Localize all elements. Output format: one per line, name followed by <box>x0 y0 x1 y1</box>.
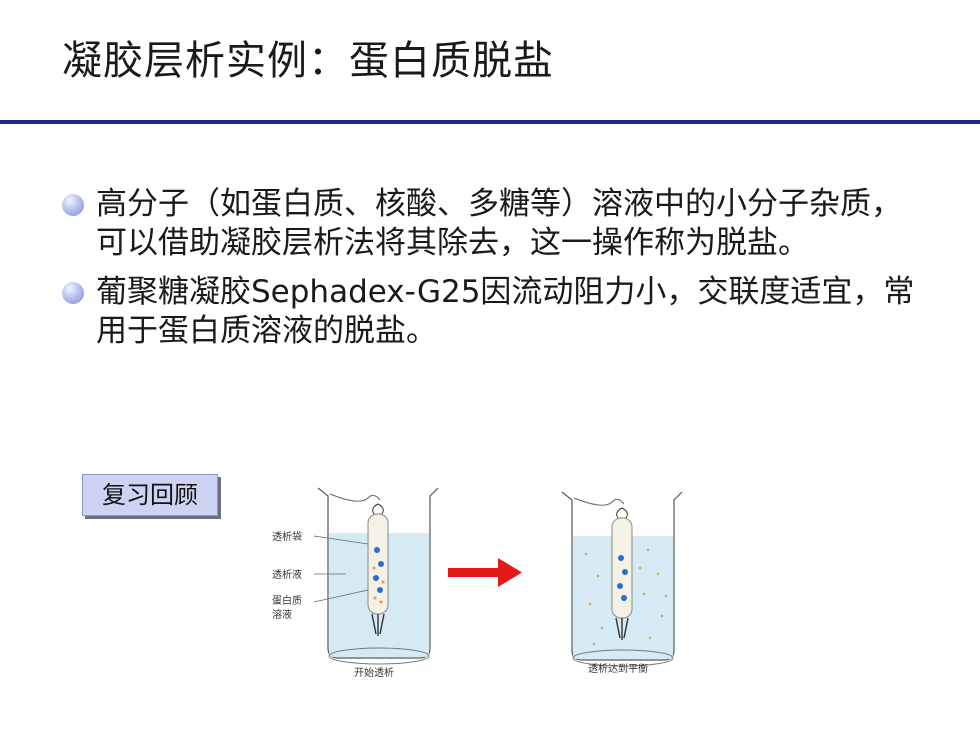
bullet-text: 葡聚糖凝胶Sephadex-G25因流动阻力小，交联度适宜，常用于蛋白质溶液的脱… <box>96 274 915 349</box>
label-equilibrium: 透析达到平衡 <box>588 662 648 675</box>
dialysis-bag-equilibrium <box>611 507 633 640</box>
review-button[interactable]: 复习回顾 <box>82 474 218 516</box>
label-protein-solution: 溶液 <box>272 608 292 621</box>
label-start: 开始透析 <box>354 666 394 679</box>
dialysis-figure: 透析袋 透析液 蛋白质 溶液 开始透析 透析达到平衡 <box>272 487 683 679</box>
bullet-text: 高分子（如蛋白质、核酸、多糖等）溶液中的小分子杂质，可以借助凝胶层析法将其除去，… <box>96 186 902 261</box>
beaker-equilibrium: 透析达到平衡 <box>561 491 683 675</box>
label-bag: 透析袋 <box>272 530 302 543</box>
bullet-list: 高分子（如蛋白质、核酸、多糖等）溶液中的小分子杂质，可以借助凝胶层析法将其除去，… <box>62 185 922 361</box>
bullet-item: 高分子（如蛋白质、核酸、多糖等）溶液中的小分子杂质，可以借助凝胶层析法将其除去，… <box>62 185 922 263</box>
arrow-icon <box>448 558 522 587</box>
dialysis-bag-start <box>367 503 389 636</box>
beaker-start: 透析袋 透析液 蛋白质 溶液 开始透析 <box>272 487 439 679</box>
slide-title: 凝胶层析实例：蛋白质脱盐 <box>62 38 554 84</box>
bullet-item: 葡聚糖凝胶Sephadex-G25因流动阻力小，交联度适宜，常用于蛋白质溶液的脱… <box>62 273 922 351</box>
title-divider <box>0 120 980 124</box>
bullet-dot-icon <box>62 282 84 304</box>
label-solution: 透析液 <box>272 568 302 581</box>
label-protein: 蛋白质 <box>272 594 302 607</box>
bullet-dot-icon <box>62 194 84 216</box>
